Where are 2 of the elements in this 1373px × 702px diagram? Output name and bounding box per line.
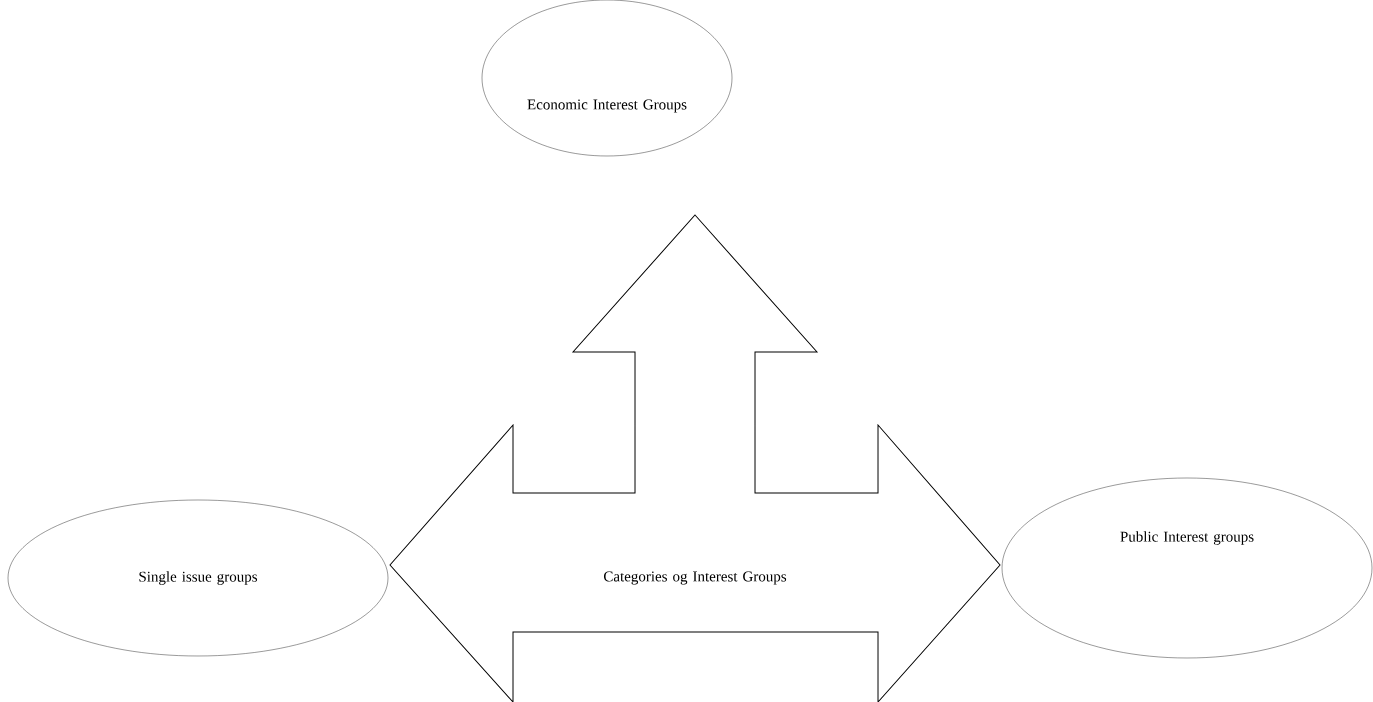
ellipse-node: Public Interest groups — [1001, 477, 1373, 659]
ellipse-node: Single issue groups — [7, 499, 389, 657]
